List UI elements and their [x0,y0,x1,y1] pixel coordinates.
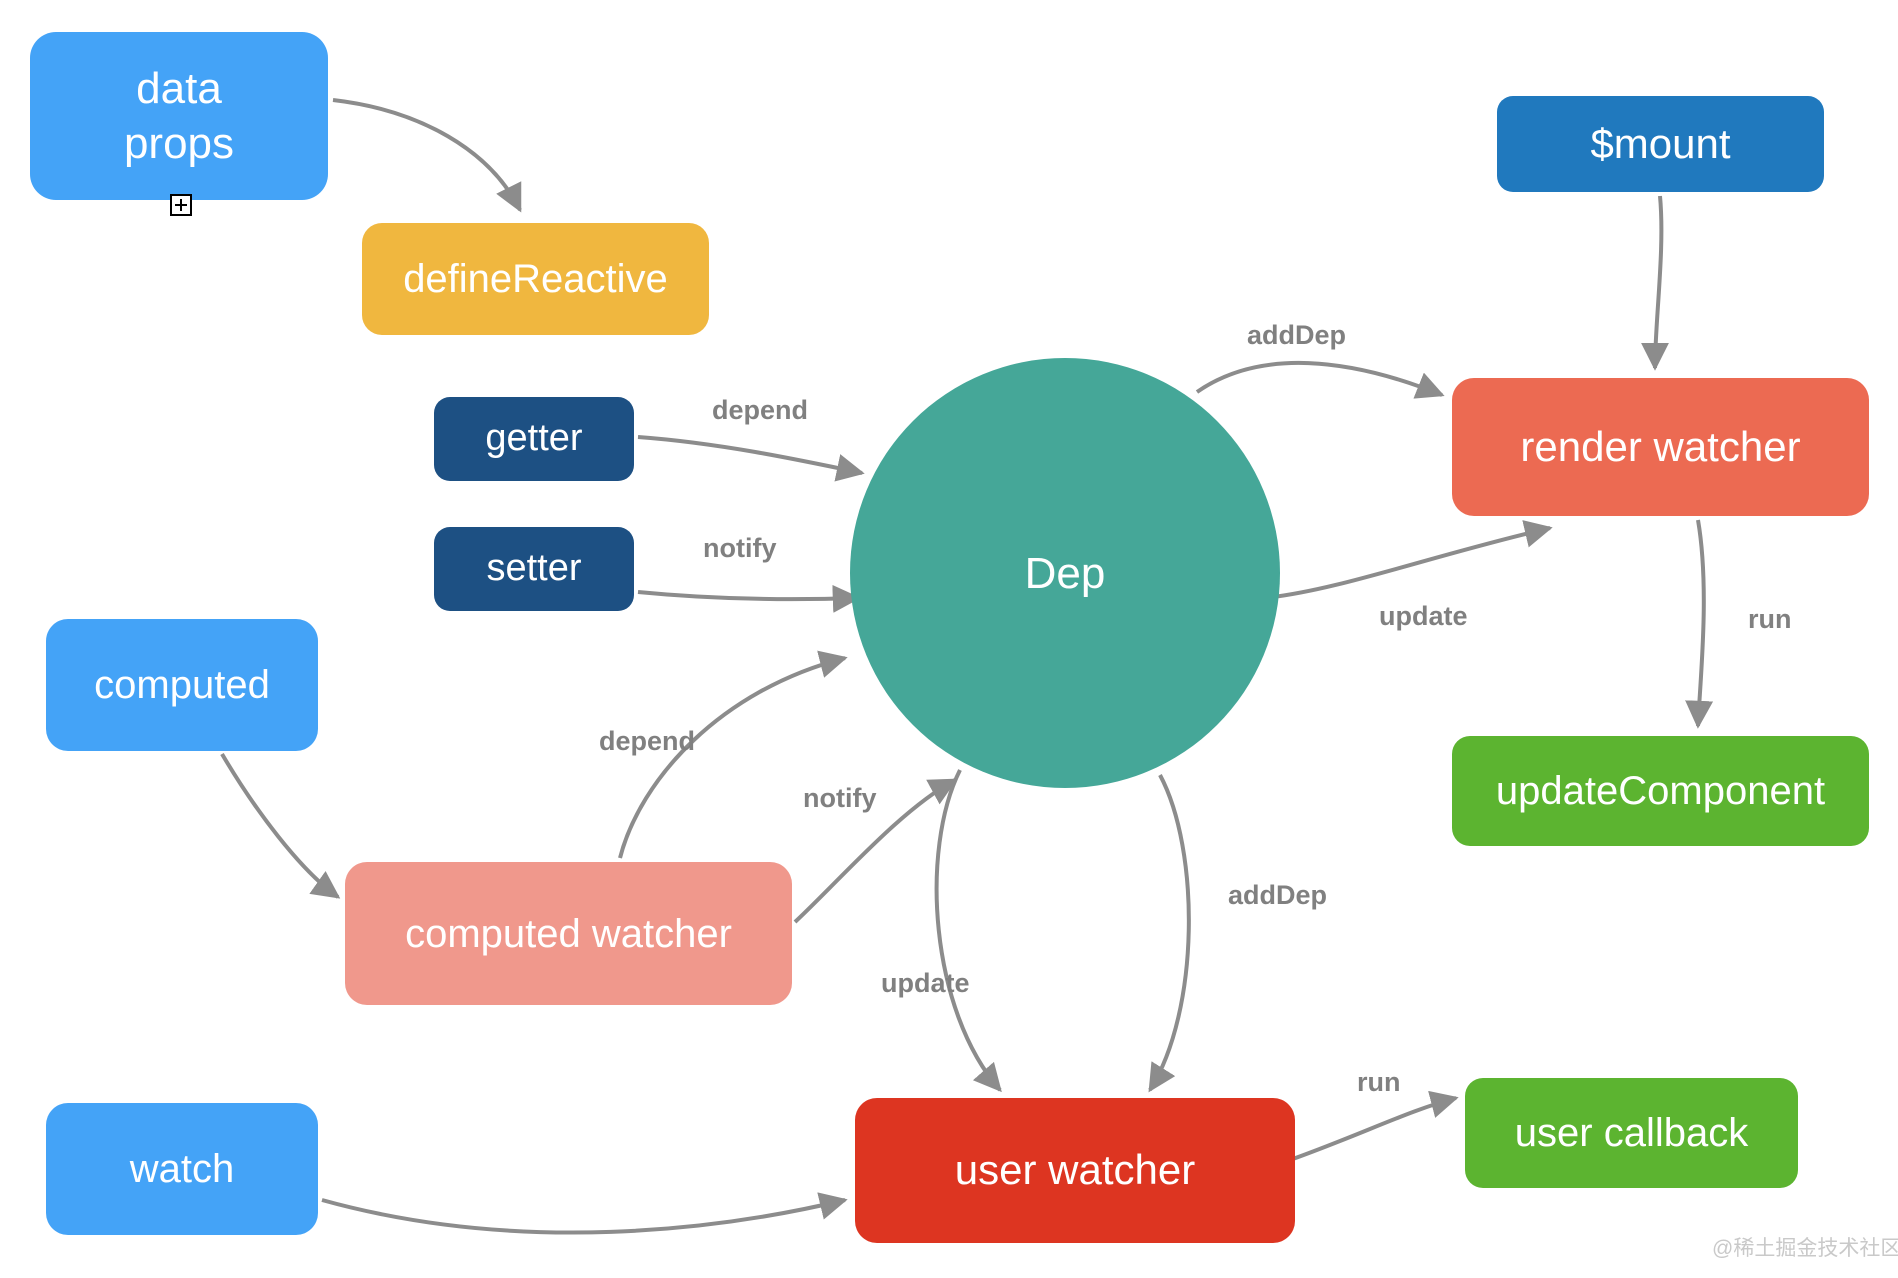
node-getter-label: getter [485,417,583,460]
edge-render-watcher-to-update-component [1685,519,1714,729]
edge-label-notify-setter: notify [703,533,777,563]
node-computed-watcher-label: computed watcher [405,911,732,956]
node-render-watcher[interactable]: render watcher [1452,378,1869,516]
edge-mount-to-render-watcher [1641,195,1670,371]
node-user-watcher[interactable]: user watcher [855,1098,1295,1243]
edge-watch-to-user-watcher [321,1192,848,1235]
edge-user-watcher-to-user-callback [1289,1090,1459,1162]
node-data-props-label: data props [123,64,235,168]
edge-dep-to-user-watcher-adddep [1148,774,1191,1093]
node-computed[interactable]: computed [46,619,318,751]
node-define-reactive[interactable]: defineReactive [362,223,709,335]
edge-setter-to-dep [637,584,861,613]
edge-computed-to-computed-watcher [220,752,341,899]
edge-dep-to-render-watcher-update [1264,520,1553,600]
node-user-callback[interactable]: user callback [1465,1078,1798,1188]
node-define-reactive-label: defineReactive [403,257,668,301]
node-computed-label: computed [94,663,270,707]
node-user-callback-label: user callback [1514,1111,1749,1155]
edge-dep-to-user-watcher-update [934,769,1002,1093]
plus-icon [175,199,187,211]
node-watch[interactable]: watch [46,1103,318,1235]
watermark: @稀土掘金技术社区 [1712,1237,1898,1260]
edge-label-update-user-watcher: update [881,968,970,998]
edge-label-update-render: update [1379,601,1468,631]
node-mount-label: $mount [1590,119,1731,167]
node-mount[interactable]: $mount [1497,96,1824,192]
node-setter[interactable]: setter [434,527,634,611]
node-render-watcher-label: render watcher [1520,422,1801,470]
edge-label-notify-computed-watcher: notify [803,783,877,813]
node-update-component[interactable]: updateComponent [1452,736,1869,846]
node-dep[interactable]: Dep [850,358,1280,788]
edge-dep-to-render-watcher-adddep [1195,360,1445,399]
edge-label-depend-computed-watcher: depend [599,726,696,756]
edge-data-props-to-define-reactive [332,98,522,213]
edge-label-depend-getter: depend [712,395,809,425]
expand-plus-icon[interactable] [170,194,192,216]
node-user-watcher-label: user watcher [954,1146,1196,1194]
node-update-component-label: updateComponent [1495,769,1826,813]
edge-label-run-user-callback: run [1357,1067,1401,1097]
edge-getter-to-dep [637,435,865,482]
node-setter-label: setter [486,547,582,590]
edge-label-adddep-render: addDep [1247,320,1347,350]
node-getter[interactable]: getter [434,397,634,481]
edge-label-run-update-component: run [1748,604,1792,634]
node-data-props[interactable]: data props [30,32,328,200]
node-watch-label: watch [129,1147,235,1191]
edge-label-adddep-user-watcher: addDep [1228,880,1328,910]
node-computed-watcher[interactable]: computed watcher [345,862,792,1005]
edge-computed-watcher-to-dep-depend [618,650,848,859]
node-dep-label: Dep [1024,548,1106,598]
